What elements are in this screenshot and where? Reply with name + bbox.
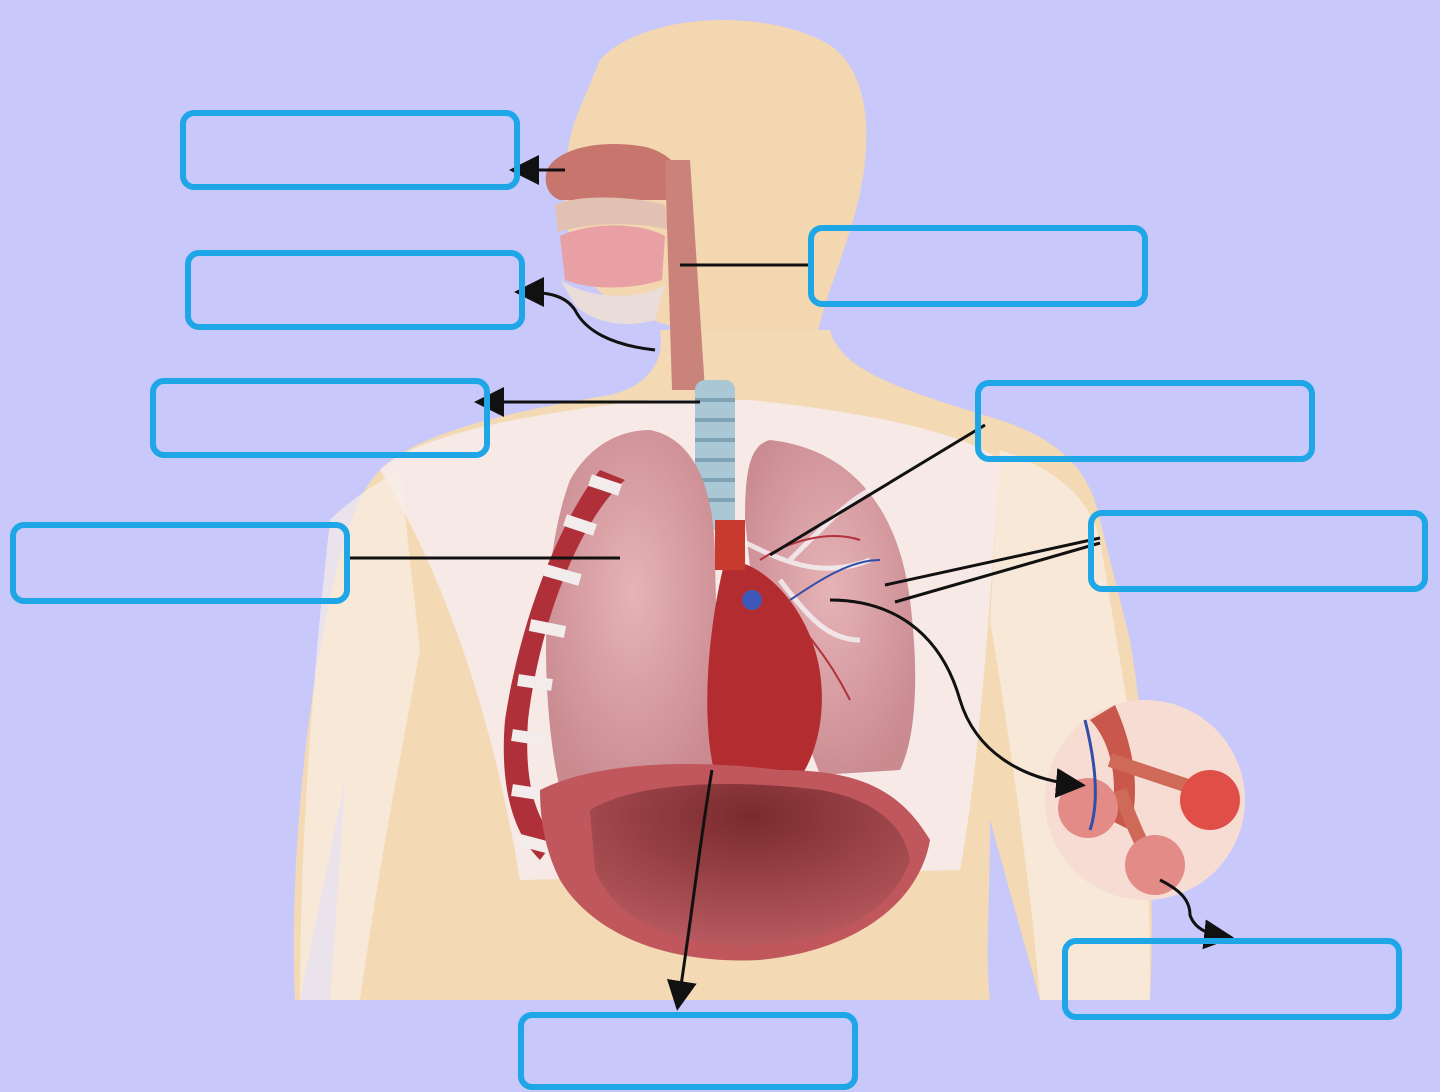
label-box-nasal-cavity[interactable] — [180, 110, 520, 190]
label-box-pharynx[interactable] — [808, 225, 1148, 307]
label-box-diaphragm[interactable] — [518, 1012, 858, 1090]
alveoli-inset — [1045, 700, 1245, 900]
label-box-bronchioles[interactable] — [1088, 510, 1428, 592]
right-lung-shape — [546, 430, 720, 790]
label-box-bronchus[interactable] — [975, 380, 1315, 462]
label-box-alveoli[interactable] — [1062, 938, 1402, 1020]
label-box-mouth[interactable] — [185, 250, 525, 330]
label-box-right-lung[interactable] — [10, 522, 350, 604]
label-box-trachea[interactable] — [150, 378, 490, 458]
